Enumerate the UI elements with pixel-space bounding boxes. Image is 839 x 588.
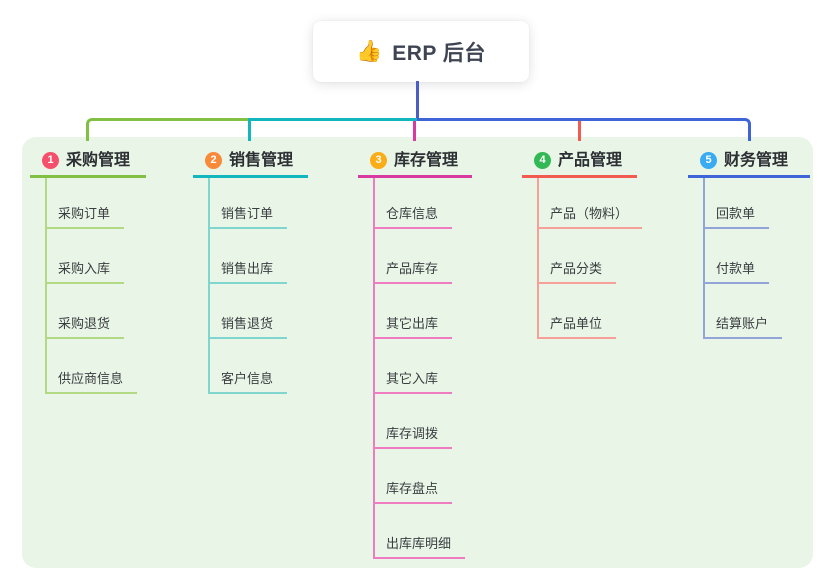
branch-label: 产品管理 [558,152,623,169]
branch-trunk-5 [703,178,705,339]
branch-badge-4: 4 [534,152,551,169]
branch-trunk-3 [373,178,375,559]
node-branch-5-child-2[interactable]: 付款单 [703,261,770,284]
node-branch-1-child-1[interactable]: 采购订单 [45,206,125,229]
branch-3-drop-line [413,118,416,141]
node-branch-3-child-2[interactable]: 产品库存 [373,261,453,284]
node-branch-2-child-1[interactable]: 销售订单 [208,206,288,229]
branch-1-connector-line [86,118,252,141]
branch-title-4[interactable]: 4 产品管理 [522,150,637,178]
branch-2-connector-line [248,118,419,141]
node-branch-1-child-3[interactable]: 采购退货 [45,316,125,339]
branch-title-1[interactable]: 1 采购管理 [30,150,146,178]
root-title: ERP 后台 [392,41,486,65]
branch-title-3[interactable]: 3 库存管理 [358,150,472,178]
node-branch-4-child-1[interactable]: 产品（物料） [537,206,643,229]
node-branch-5-child-1[interactable]: 回款单 [703,206,770,229]
branches-panel [22,137,813,568]
node-branch-3-child-6[interactable]: 库存盘点 [373,481,453,504]
node-branch-5-child-3[interactable]: 结算账户 [703,316,783,339]
branch-5-connector-line [417,118,751,141]
branch-title-2[interactable]: 2 销售管理 [193,150,308,178]
branch-badge-5: 5 [700,152,717,169]
node-branch-3-child-4[interactable]: 其它入库 [373,371,453,394]
root-connector-line [416,81,419,118]
node-branch-2-child-3[interactable]: 销售退货 [208,316,288,339]
root-node[interactable]: 👍 ERP 后台 [313,21,529,82]
branch-trunk-1 [45,178,47,394]
branch-trunk-2 [208,178,210,394]
node-branch-2-child-2[interactable]: 销售出库 [208,261,288,284]
node-branch-1-child-2[interactable]: 采购入库 [45,261,125,284]
branch-trunk-4 [537,178,539,339]
node-branch-3-child-3[interactable]: 其它出库 [373,316,453,339]
branch-badge-3: 3 [370,152,387,169]
branch-label: 销售管理 [229,152,294,169]
node-branch-3-child-1[interactable]: 仓库信息 [373,206,453,229]
branch-badge-1: 1 [42,152,59,169]
thumbs-up-icon: 👍 [356,40,383,63]
branch-4-drop-line [578,118,581,141]
node-branch-3-child-7[interactable]: 出库库明细 [373,536,466,559]
node-branch-1-child-4[interactable]: 供应商信息 [45,371,138,394]
node-branch-4-child-2[interactable]: 产品分类 [537,261,617,284]
branch-label: 财务管理 [724,152,789,169]
branch-label: 库存管理 [394,152,459,169]
branch-badge-2: 2 [205,152,222,169]
node-branch-2-child-4[interactable]: 客户信息 [208,371,288,394]
node-branch-4-child-3[interactable]: 产品单位 [537,316,617,339]
branch-label: 采购管理 [66,152,131,169]
node-branch-3-child-5[interactable]: 库存调拨 [373,426,453,449]
branch-title-5[interactable]: 5 财务管理 [688,150,810,178]
